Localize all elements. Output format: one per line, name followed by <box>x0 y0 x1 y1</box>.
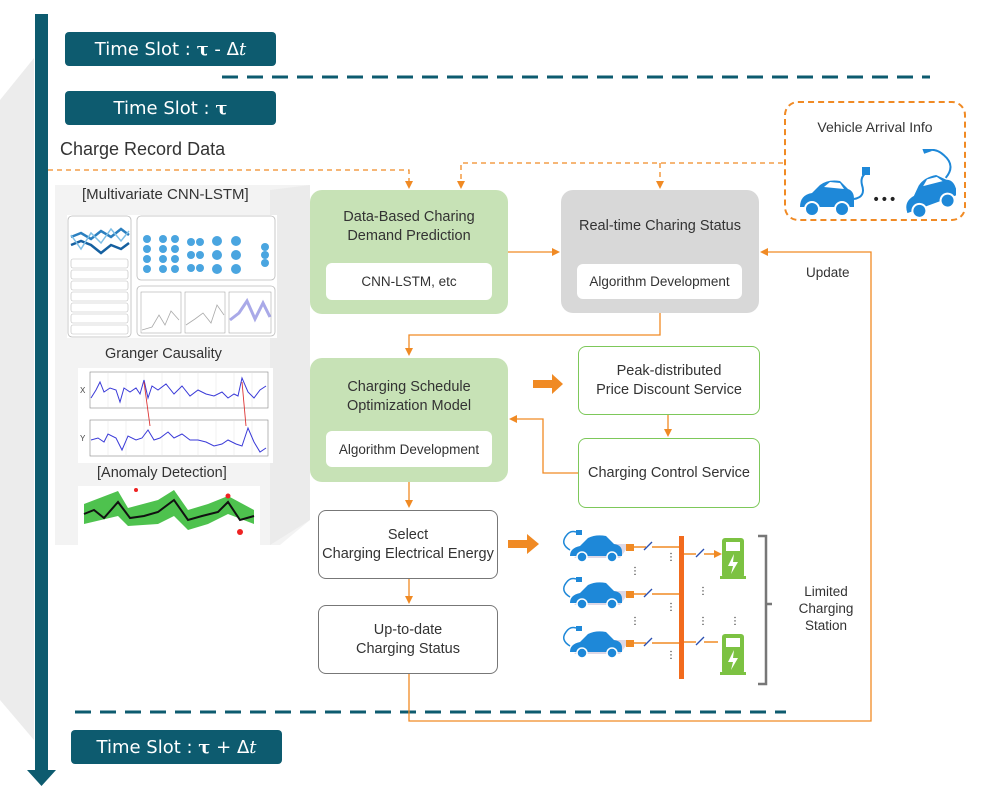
charger-icon <box>720 634 746 675</box>
vehicle-cars-illustration: ••• <box>800 149 956 219</box>
svg-text:X: X <box>80 386 86 395</box>
cnn-lstm-figure <box>67 215 277 338</box>
demand-prediction-title-line1: Data-Based Charing <box>343 209 475 225</box>
station-label: Limited Charging Station <box>798 584 854 633</box>
svg-text:⋮: ⋮ <box>698 586 708 597</box>
anomaly-figure <box>78 486 260 552</box>
granger-figure: X Y <box>78 368 273 463</box>
update-label: Update <box>806 265 850 280</box>
anomaly-title: [Anomaly Detection] <box>97 465 227 481</box>
bracket <box>758 534 772 686</box>
charger-icon <box>720 538 746 579</box>
ev-car-icon <box>906 149 956 219</box>
svg-text:⋮: ⋮ <box>630 566 640 577</box>
svg-text:Y: Y <box>80 434 86 443</box>
edge-arrival-to-prediction <box>457 162 783 189</box>
node-realtime-status[interactable]: Real-time Charing Status Algorithm Devel… <box>561 190 759 313</box>
charging-station-illustration: ⋮ ⋮ ⋮ ⋮ ⋮ ⋮ ⋮ ⋮ <box>563 530 772 686</box>
demand-prediction-title-line2: Demand Prediction <box>347 228 471 244</box>
schedule-title-line2: Optimization Model <box>346 398 472 414</box>
ev-parking-row <box>563 530 682 563</box>
thick-arrow-to-price <box>533 374 563 394</box>
charge-record-label: Charge Record Data <box>60 139 226 159</box>
svg-text:⋮: ⋮ <box>666 602 676 613</box>
demand-prediction-method: CNN-LSTM, etc <box>326 263 492 300</box>
uptodate-line2: Charging Status <box>356 640 460 657</box>
price-discount-line2: Price Discount Service <box>596 381 742 398</box>
node-schedule-optimization[interactable]: Charging Schedule Optimization Model Alg… <box>310 358 508 482</box>
schedule-method: Algorithm Development <box>326 431 492 467</box>
uptodate-line1: Up-to-date <box>373 621 443 638</box>
node-select-energy[interactable]: Select Charging Electrical Energy <box>318 510 498 579</box>
arrow-down-icon <box>27 770 56 786</box>
price-discount-line1: Peak-distributed <box>616 362 722 379</box>
node-price-discount[interactable]: Peak-distributed Price Discount Service <box>578 346 760 415</box>
cnn-lstm-title: [Multivariate CNN-LSTM] <box>82 186 249 203</box>
edge-charge-record-to-prediction <box>48 169 413 189</box>
vehicle-arrival-title: Vehicle Arrival Info <box>817 119 933 135</box>
timeline-shadow <box>0 58 34 740</box>
granger-title: Granger Causality <box>105 346 222 362</box>
svg-text:⋮: ⋮ <box>698 616 708 627</box>
svg-text:⋮: ⋮ <box>666 650 676 661</box>
select-energy-line1: Select <box>387 526 429 543</box>
svg-text:⋮: ⋮ <box>630 616 640 627</box>
edge-control-to-schedule <box>509 415 578 474</box>
power-bus <box>679 536 684 679</box>
edge-update-feedback <box>408 248 872 722</box>
realtime-status-method: Algorithm Development <box>577 264 742 299</box>
node-uptodate-status[interactable]: Up-to-date Charging Status <box>318 605 498 674</box>
edge-realtime-to-schedule <box>405 313 661 356</box>
select-energy-line2: Charging Electrical Energy <box>322 545 494 562</box>
time-slot-current: Time Slot : τ <box>65 91 276 125</box>
svg-text:⋮: ⋮ <box>730 616 740 627</box>
svg-text:•••: ••• <box>872 192 897 208</box>
node-demand-prediction[interactable]: Data-Based Charing Demand Prediction CNN… <box>310 190 508 314</box>
timeline-arrow <box>27 14 56 786</box>
node-vehicle-arrival[interactable]: Vehicle Arrival Info ••• <box>784 101 966 221</box>
svg-text:⋮: ⋮ <box>666 552 676 563</box>
thick-arrow-to-station <box>508 534 539 554</box>
schedule-title-line1: Charging Schedule <box>347 379 471 395</box>
realtime-status-title: Real-time Charing Status <box>579 218 741 234</box>
ev-car-icon <box>800 167 870 217</box>
node-control-service[interactable]: Charging Control Service <box>578 438 760 508</box>
